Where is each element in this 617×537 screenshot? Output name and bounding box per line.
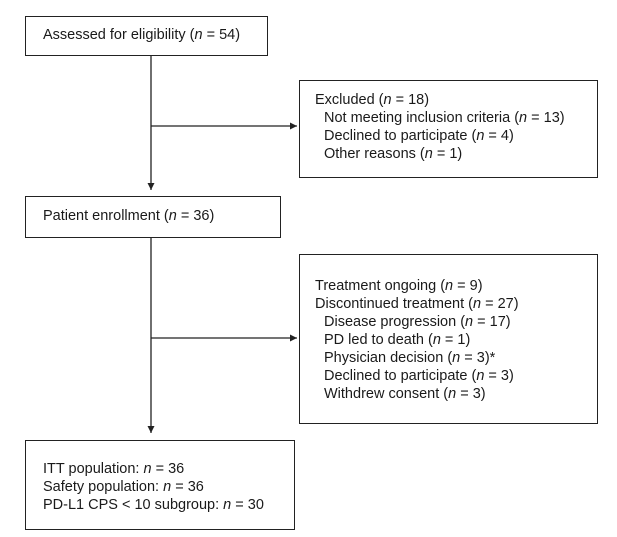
excluded-item: Other reasons (n = 1) [324, 146, 463, 162]
excluded-box: Excluded (n = 18) Not meeting inclusion … [299, 80, 598, 178]
population-pdl1-subgroup: PD-L1 CPS < 10 subgroup: n = 30 [43, 497, 264, 513]
treatment-ongoing: Treatment ongoing (n = 9) [315, 278, 483, 294]
discontinued-reason: Declined to participate (n = 3) [324, 368, 514, 384]
treatment-discontinued: Discontinued treatment (n = 27) [315, 296, 519, 312]
population-itt: ITT population: n = 36 [43, 461, 185, 477]
discontinued-reason: Physician decision (n = 3)* [324, 350, 496, 366]
assessed-label: Assessed for eligibility (n = 54) [43, 27, 241, 43]
enrollment-label: Patient enrollment (n = 36) [43, 208, 215, 224]
excluded-item: Declined to participate (n = 4) [324, 128, 514, 144]
population-safety: Safety population: n = 36 [43, 479, 204, 495]
discontinued-reason: Withdrew consent (n = 3) [324, 386, 486, 402]
treatment-box: Treatment ongoing (n = 9) Discontinued t… [299, 254, 598, 424]
populations-box: ITT population: n = 36 Safety population… [25, 440, 295, 530]
discontinued-reason: PD led to death (n = 1) [324, 332, 471, 348]
enrollment-box: Patient enrollment (n = 36) [25, 196, 281, 238]
discontinued-reason: Disease progression (n = 17) [324, 314, 511, 330]
assessed-box: Assessed for eligibility (n = 54) [25, 16, 268, 56]
excluded-title: Excluded (n = 18) [315, 92, 430, 108]
excluded-item: Not meeting inclusion criteria (n = 13) [324, 110, 565, 126]
